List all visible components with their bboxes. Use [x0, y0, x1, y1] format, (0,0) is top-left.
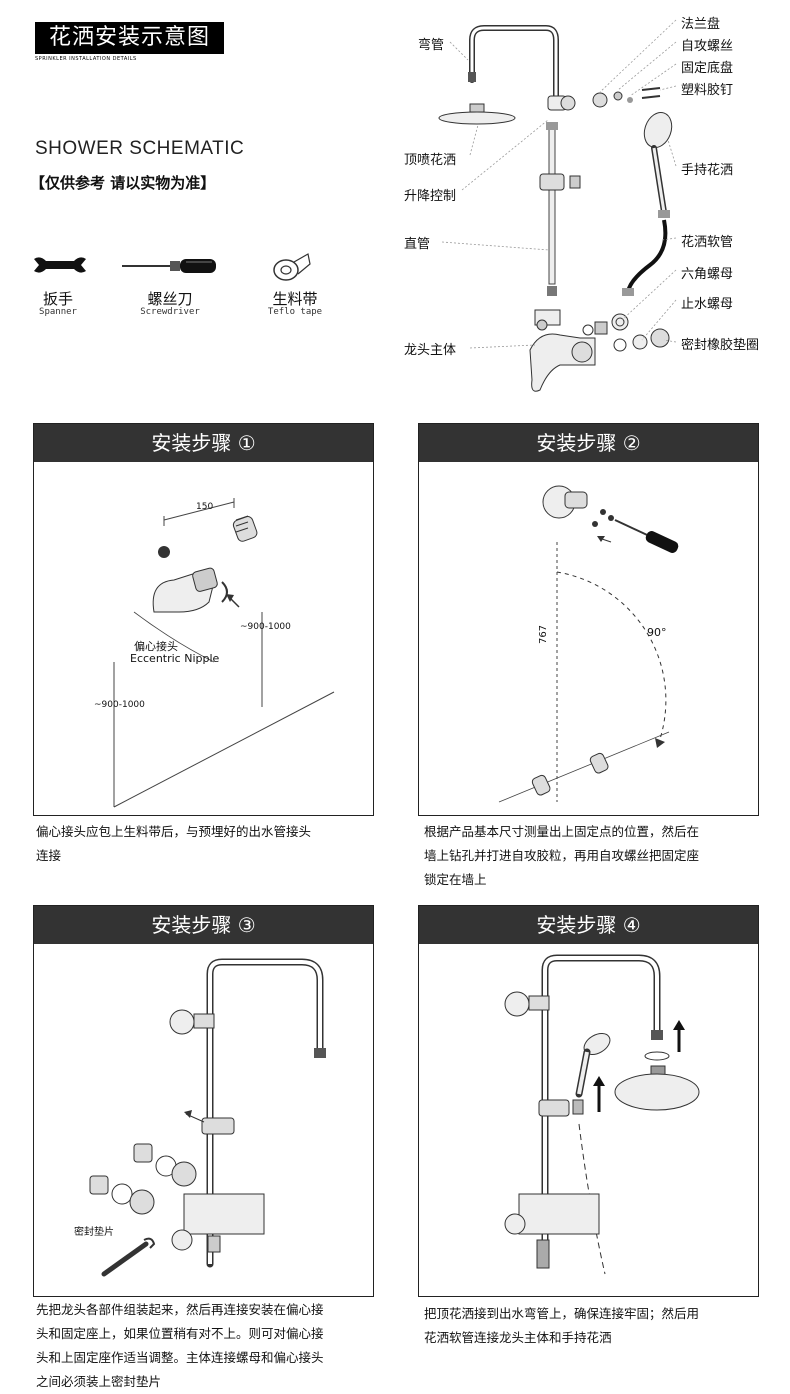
step-3-caption: 先把龙头各部件组装起来，然后再连接安装在偏心接 头和固定座上，如果位置稍有对不上… — [36, 1298, 386, 1394]
teflon-tape-icon — [273, 253, 311, 281]
page-title: 花洒安装示意图 — [35, 22, 224, 54]
part-straight-pipe: 直管 — [404, 237, 431, 252]
part-bent-pipe: 弯管 — [418, 38, 445, 53]
step-1-dim-lower: ~900-1000 — [94, 700, 145, 710]
tool-screwdriver-label: 螺丝刀 — [147, 290, 193, 308]
step-1-label-cn: 偏心接头 — [134, 640, 178, 653]
spanner-icon — [34, 257, 86, 273]
step-4-title: 安装步骤 ④ — [419, 906, 758, 944]
tool-tape-en: Teflo tape — [267, 307, 323, 317]
step-1-caption-line: 偏心接头应包上生料带后，与预埋好的出水管接头 — [36, 824, 312, 839]
step-3-diagram — [89, 958, 326, 1277]
step-1-diagram — [113, 498, 335, 808]
step-2-caption: 根据产品基本尺寸测量出上固定点的位置，然后在 墙上钻孔并打进自攻胶粒，再用自攻螺… — [424, 820, 774, 892]
screwdriver-icon — [122, 259, 216, 273]
reference-note: 【仅供参考 请以实物为准】 — [30, 174, 216, 192]
step-2-angle: 90° — [647, 626, 667, 639]
step-3-panel: 安装步骤 ③ 密封垫片 — [33, 905, 374, 1297]
step-3-caption-line: 之间必须装上密封垫片 — [36, 1374, 162, 1389]
part-stop-nut: 止水螺母 — [681, 297, 734, 312]
step-4-diagram — [504, 954, 700, 1275]
step-1-caption-line: 连接 — [36, 848, 62, 863]
part-hose: 花洒软管 — [681, 235, 734, 250]
step-3-caption-line: 头和上固定座作适当调整。主体连接螺母和偏心接头 — [36, 1350, 324, 1365]
part-slider-control: 升降控制 — [404, 189, 457, 204]
part-gasket: 密封橡胶垫圈 — [681, 338, 760, 353]
part-screw: 自攻螺丝 — [681, 39, 734, 54]
step-2-caption-line: 根据产品基本尺寸测量出上固定点的位置，然后在 — [424, 824, 700, 839]
schematic-label: SHOWER SCHEMATIC — [35, 138, 245, 159]
step-3-label-gasket: 密封垫片 — [74, 1227, 114, 1238]
step-4-caption-line: 把顶花洒接到出水弯管上，确保连接牢固；然后用 — [424, 1306, 700, 1321]
part-flange: 法兰盘 — [681, 17, 721, 32]
step-4-caption-line: 花洒软管连接龙头主体和手持花洒 — [424, 1330, 612, 1345]
step-4-caption: 把顶花洒接到出水弯管上，确保连接牢固；然后用 花洒软管连接龙头主体和手持花洒 — [424, 1302, 774, 1350]
part-hand-shower: 手持花洒 — [681, 163, 734, 178]
step-3-caption-line: 头和固定座上，如果位置稍有对不上。则可对偏心接 — [36, 1326, 324, 1341]
step-3-caption-line: 先把龙头各部件组装起来，然后再连接安装在偏心接 — [36, 1302, 324, 1317]
page-subtitle: SPRINKLER INSTALLATION DETAILS — [35, 56, 137, 62]
step-3-title: 安装步骤 ③ — [34, 906, 373, 944]
step-2-dim-height: 767 — [538, 624, 550, 645]
shower-schematic-drawing — [438, 19, 677, 392]
tool-spanner-en: Spanner — [39, 307, 77, 317]
tool-screwdriver-en: Screwdriver — [140, 307, 200, 317]
step-2-title: 安装步骤 ② — [419, 424, 758, 462]
step-2-caption-line: 锁定在墙上 — [424, 872, 487, 887]
step-1-label-en: Eccentric Nipple — [130, 652, 220, 665]
part-plastic-anchor: 塑料胶钉 — [681, 83, 734, 98]
step-2-diagram — [498, 485, 679, 803]
step-2-caption-line: 墙上钻孔并打进自攻胶粒，再用自攻螺丝把固定座 — [424, 848, 700, 863]
step-1-caption: 偏心接头应包上生料带后，与预埋好的出水管接头 连接 — [36, 820, 376, 868]
step-1-dim-upper: ~900-1000 — [240, 622, 291, 632]
part-hex-nut: 六角螺母 — [681, 267, 734, 282]
part-top-shower: 顶喷花洒 — [404, 153, 457, 168]
step-2-panel: 安装步骤 ② 767 90° — [418, 423, 759, 816]
tool-spanner-label: 扳手 — [42, 290, 73, 308]
part-base-plate: 固定底盘 — [681, 61, 734, 76]
step-1-title: 安装步骤 ① — [34, 424, 373, 462]
part-faucet-body: 龙头主体 — [404, 343, 457, 358]
step-1-panel: 安装步骤 ① 150 ~900-1000 ~900-1000 偏心接头 Ecce… — [33, 423, 374, 816]
tool-tape-label: 生料带 — [272, 290, 318, 308]
step-1-dim-150: 150 — [196, 502, 214, 512]
step-4-panel: 安装步骤 ④ — [418, 905, 759, 1297]
